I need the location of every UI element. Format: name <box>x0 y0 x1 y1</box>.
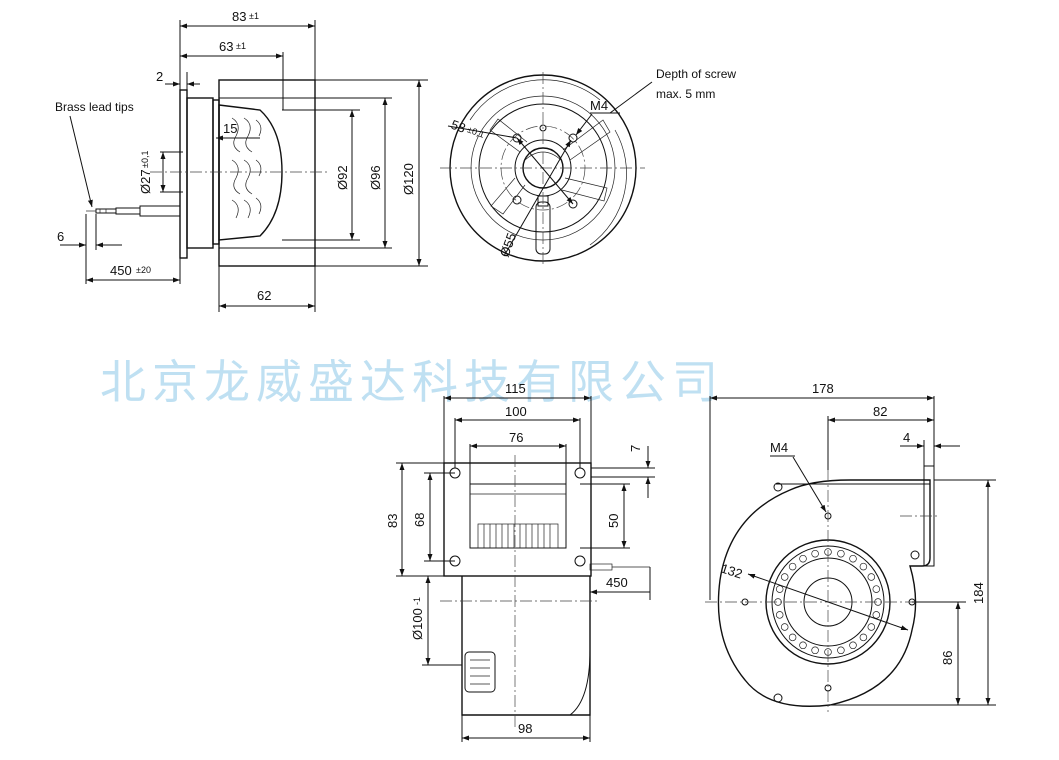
dim-7: 7 <box>628 445 643 452</box>
dim-15: 15 <box>223 121 237 136</box>
dim-6: 6 <box>57 229 64 244</box>
dim-115: 115 <box>505 381 526 396</box>
dim-96: Ø96 <box>368 165 383 190</box>
impeller-blade <box>775 611 784 619</box>
dim-100-dia-tol: -1 <box>412 597 422 605</box>
front-view-motor <box>440 72 645 266</box>
impeller-blade <box>867 573 876 581</box>
impeller-blade <box>859 633 868 642</box>
dim-132: 132 <box>719 561 744 582</box>
dim-m4-bottom: M4 <box>770 440 788 455</box>
impeller-blade <box>811 549 819 558</box>
dim-2: 2 <box>156 69 163 84</box>
dim-98: 98 <box>518 721 532 736</box>
dim-83: 83 <box>232 9 246 24</box>
dim-58-tol: ±0,1 <box>466 124 486 139</box>
dim-184: 184 <box>971 582 986 604</box>
impeller-blade <box>872 611 881 619</box>
blower-front-dimensions: 178 82 4 M4 132 184 86 <box>709 381 996 706</box>
company-watermark: 北京龙威盛达科技有限公司 <box>100 355 724 409</box>
impeller-blade <box>799 641 807 650</box>
impeller-blade <box>872 585 881 593</box>
side-view-motor <box>86 79 330 267</box>
dim-92: Ø92 <box>335 165 350 190</box>
dim-27-tol: ±0,1 <box>140 151 150 168</box>
blower-side-view <box>440 455 650 730</box>
dim-120: Ø120 <box>401 163 416 195</box>
dim-55: Ø55 <box>497 231 520 259</box>
brass-lead-tips-label: Brass lead tips <box>55 100 134 114</box>
dim-100: 100 <box>505 404 527 419</box>
impeller-blade <box>859 562 868 571</box>
dim-450: 450 <box>110 263 132 278</box>
dim-m4: M4 <box>590 98 608 113</box>
screw-depth-note-line2: max. 5 mm <box>656 87 715 101</box>
impeller-blade <box>788 633 797 642</box>
dim-63-tol: ±1 <box>236 41 246 51</box>
screw-depth-note-line1: Depth of screw <box>656 67 736 81</box>
impeller-blade <box>775 585 784 593</box>
impeller-blade <box>849 641 857 650</box>
blower-front-view <box>705 465 940 712</box>
impeller-blade <box>780 573 789 581</box>
dim-83-tol: ±1 <box>249 11 259 21</box>
dim-86: 86 <box>940 651 955 665</box>
dim-450-bottom: 450 <box>606 575 628 590</box>
dim-68: 68 <box>412 513 427 527</box>
dim-82: 82 <box>873 404 887 419</box>
dim-58: 58 <box>449 117 468 136</box>
dim-178: 178 <box>812 381 834 396</box>
dim-4: 4 <box>903 430 910 445</box>
impeller-blade <box>811 646 819 655</box>
dim-63: 63 <box>219 39 233 54</box>
side-view-dimensions: 83 ±1 63 ±1 2 15 Ø27 ±0,1 Ø92 Ø96 <box>55 9 428 312</box>
blower-side-dimensions: 115 100 76 7 83 68 50 450 <box>385 381 655 742</box>
dim-450-tol: ±20 <box>136 265 151 275</box>
impeller-blade <box>788 562 797 571</box>
impeller-blade <box>837 646 845 655</box>
dim-83-left: 83 <box>385 514 400 528</box>
impeller-blade <box>799 554 807 563</box>
impeller-blade <box>780 623 789 631</box>
dim-50: 50 <box>606 514 621 528</box>
impeller-blade <box>867 623 876 631</box>
dim-100-dia: Ø100 <box>410 608 425 640</box>
impeller-blade <box>837 549 845 558</box>
impeller-blade <box>849 554 857 563</box>
dim-27: Ø27 <box>138 169 153 194</box>
front-view-dimensions: Depth of screw max. 5 mm M4 58 ±0,1 Ø55 <box>447 67 736 259</box>
dim-62: 62 <box>257 288 271 303</box>
dim-76: 76 <box>509 430 523 445</box>
